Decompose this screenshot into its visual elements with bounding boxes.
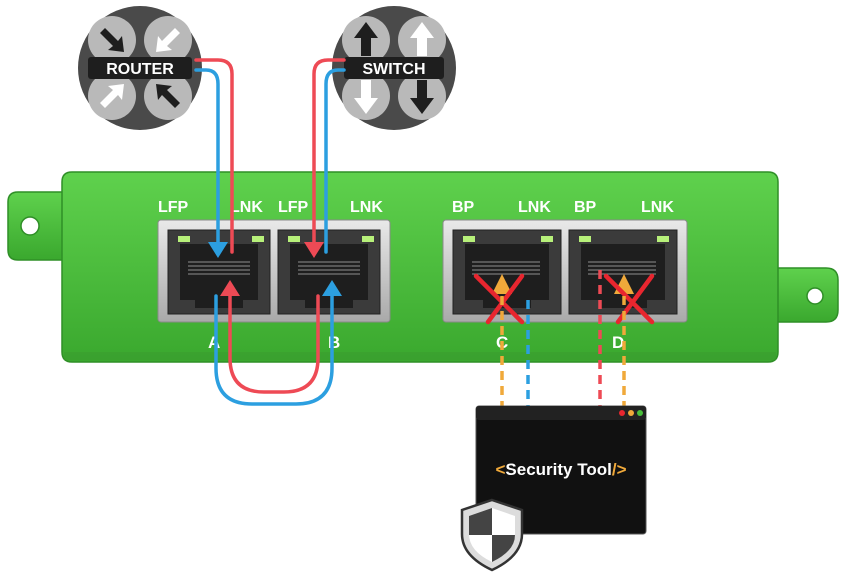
- label-lnk-a: LNK: [230, 199, 263, 216]
- arrow-up-port-a: [220, 280, 240, 296]
- left-mount-hole: [20, 216, 40, 236]
- switch-device: SWITCH: [332, 6, 456, 130]
- rj45-port-c: [452, 229, 562, 315]
- label-lfp-b: LFP: [278, 199, 309, 216]
- window-dot-3: [637, 410, 643, 416]
- label-lfp-a: LFP: [158, 199, 189, 216]
- cross-c-1: [473, 273, 525, 325]
- label-bp-c: BP: [452, 199, 475, 216]
- port-letter-b: B: [328, 333, 340, 352]
- arrow-down-port-a: [208, 242, 228, 258]
- label-close-bracket: />: [612, 460, 627, 479]
- label-lnk-d: LNK: [641, 199, 674, 216]
- label-open-bracket: <: [495, 460, 505, 479]
- network-board: [7, 171, 839, 363]
- board-right-tab: [769, 267, 839, 323]
- arrow-up-port-b: [322, 280, 342, 296]
- traffic-paths-ab: [194, 58, 346, 406]
- switch-red-path: [312, 58, 346, 250]
- right-mount-hole: [806, 287, 824, 305]
- label-lnk-c: LNK: [518, 199, 551, 216]
- cross-d-1: [603, 273, 655, 325]
- rj45-port-b: [277, 229, 381, 315]
- router-label: ROUTER: [106, 61, 174, 78]
- window-dot-2: [628, 410, 634, 416]
- router-red-path: [194, 58, 234, 254]
- cross-c-2: [485, 273, 525, 325]
- switch-blue-path: [324, 68, 346, 254]
- port-labels-group1: LFP LNK LFP LNK: [158, 199, 383, 216]
- window-dot-1: [619, 410, 625, 416]
- switch-label: SWITCH: [362, 61, 425, 78]
- orange-arrow-c: [492, 274, 512, 294]
- label-text: Security Tool: [505, 460, 611, 479]
- switch-arrow-icon: [354, 22, 434, 114]
- port-letter-a: A: [208, 333, 220, 352]
- router-arrow-icon: [100, 28, 124, 52]
- shield-icon: [460, 498, 524, 572]
- label-bp-d: BP: [574, 199, 597, 216]
- port-labels-group2: BP LNK BP LNK: [452, 199, 674, 216]
- security-tool-label: <Security Tool/>: [495, 460, 626, 479]
- loop-blue-path: [214, 294, 334, 406]
- security-tool-window: <Security Tool/>: [475, 405, 647, 535]
- label-lnk-b: LNK: [350, 199, 383, 216]
- router-device: ROUTER: [78, 6, 202, 130]
- arrow-down-port-b: [304, 242, 324, 258]
- loop-red-path: [228, 294, 320, 394]
- port-letter-d: D: [612, 333, 624, 352]
- router-blue-path: [194, 68, 220, 250]
